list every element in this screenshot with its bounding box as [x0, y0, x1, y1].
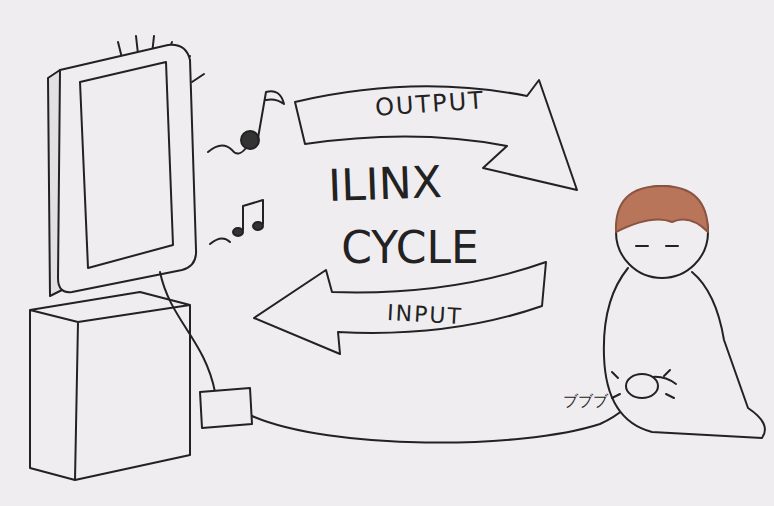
child-body: [604, 268, 765, 438]
caption-text: ブブブ: [545, 392, 625, 411]
caption-text: ILINX: [299, 155, 471, 212]
vibration-marks: [612, 370, 674, 398]
child-hair: [616, 186, 708, 232]
child-eyes: [636, 245, 678, 247]
sound-squiggle: [208, 145, 246, 153]
child-head: [616, 186, 708, 278]
game-console: [200, 388, 252, 428]
tv-screen: [80, 62, 173, 268]
sound-squiggle: [210, 238, 230, 244]
tv-cable: [160, 272, 215, 392]
controller-hands: [626, 374, 658, 398]
arrow-shape: [254, 262, 546, 354]
music-note-stem: [258, 91, 284, 138]
tv-monitor: [58, 45, 196, 292]
tv-stand: [30, 292, 190, 480]
caption-text: CYCLE: [315, 222, 505, 273]
controller-cable: [252, 392, 640, 443]
music-note: [233, 228, 243, 236]
music-note: [241, 131, 259, 149]
music-note-stem: [243, 200, 263, 230]
music-note: [253, 222, 263, 230]
